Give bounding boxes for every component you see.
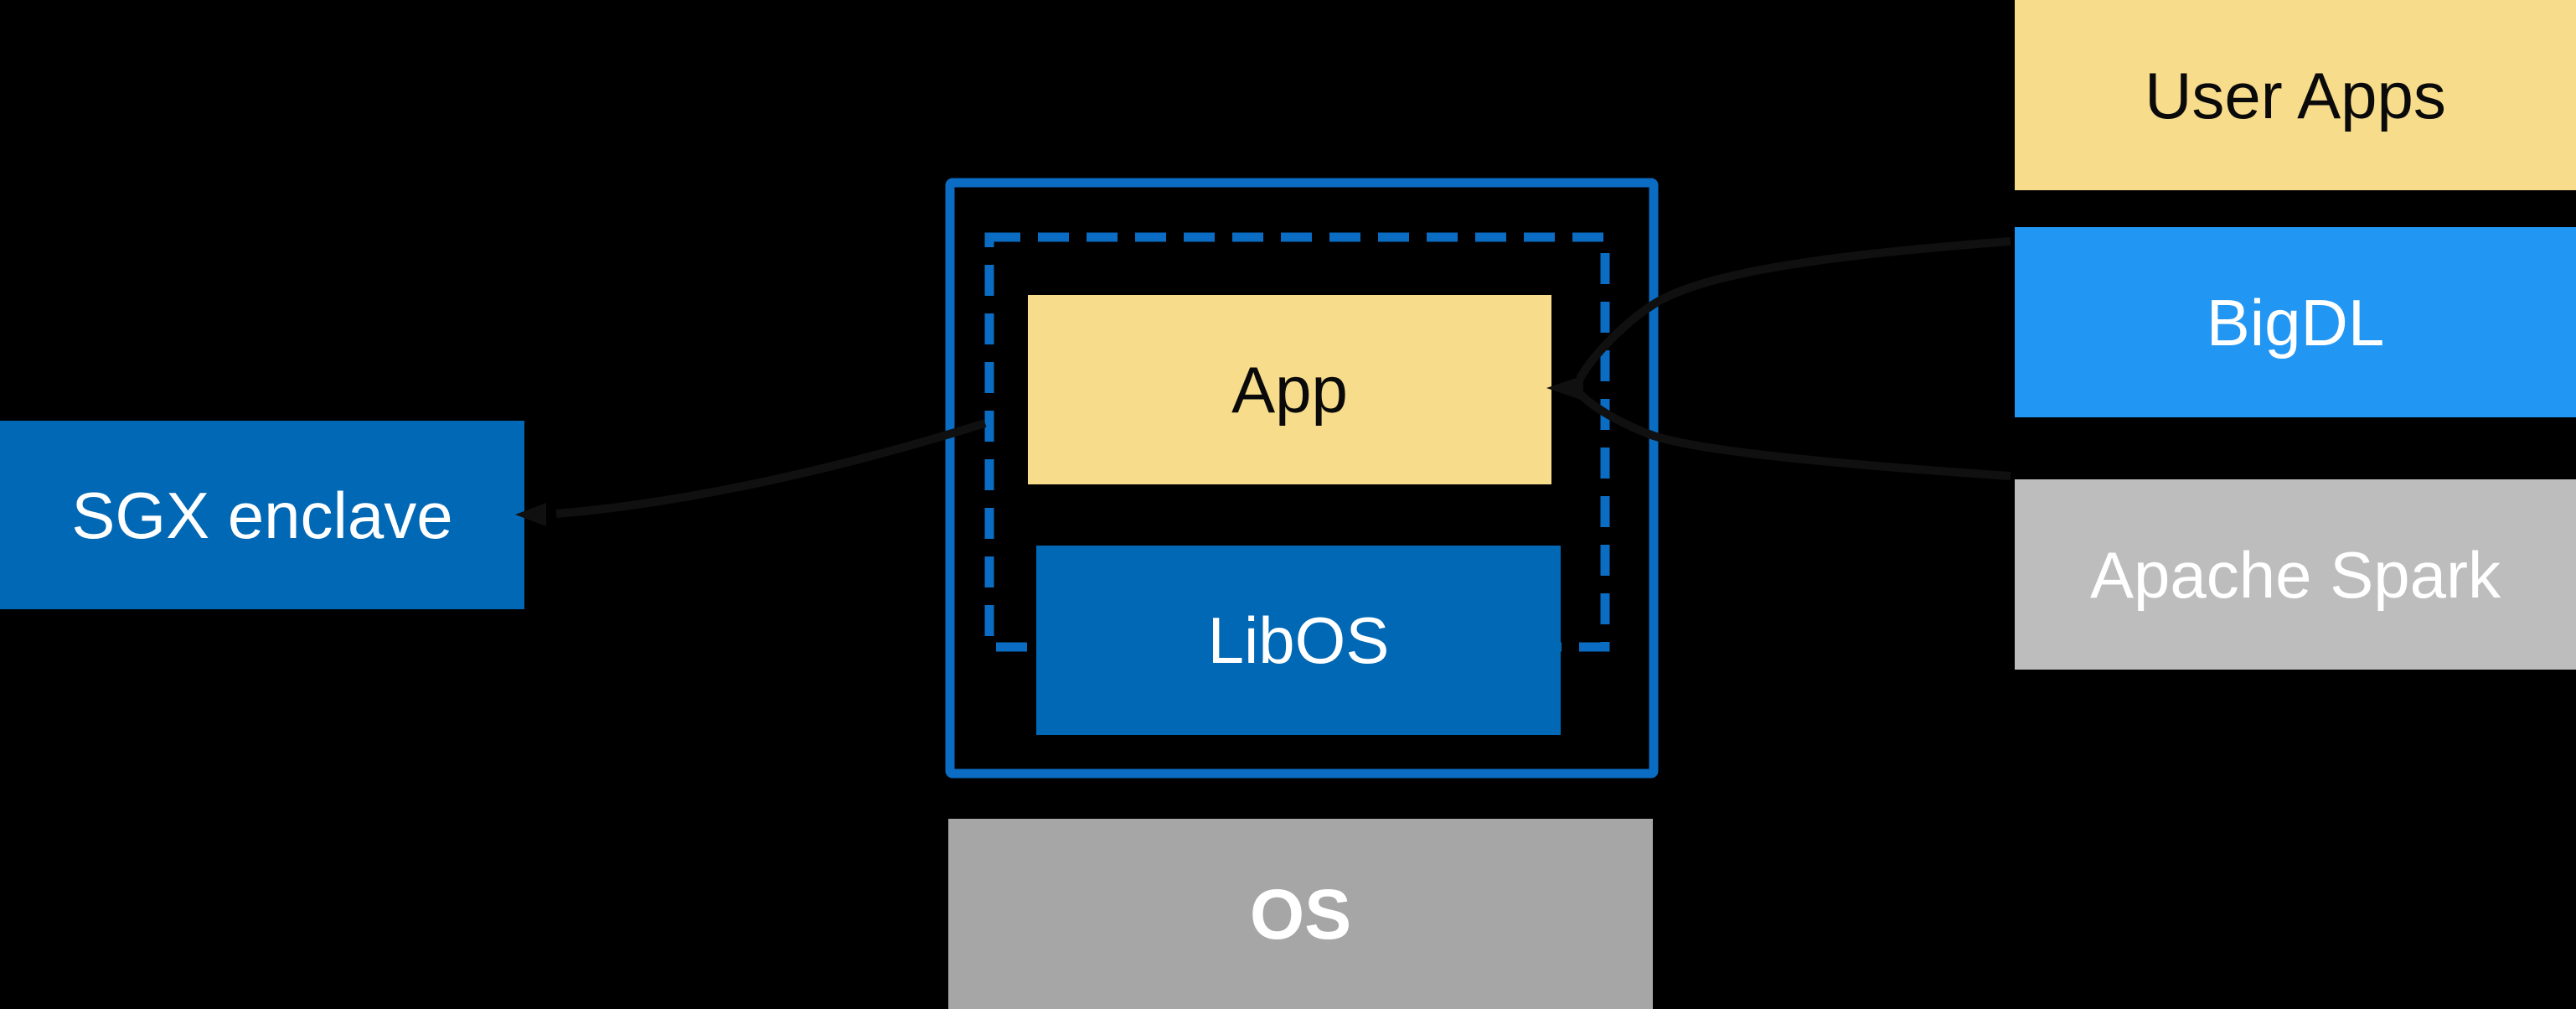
user-apps-label: User Apps: [2145, 58, 2446, 132]
user-apps-box: User Apps: [2015, 0, 2576, 190]
stack-annotation-arrowhead-icon: [1546, 375, 1583, 401]
sgx-enclave-label-box: SGX enclave: [0, 421, 524, 609]
os-label: OS: [1249, 874, 1352, 954]
stack-annotation-upper-arm: [1576, 237, 2011, 381]
app-label: App: [1231, 353, 1348, 427]
sgx-annotation-arrow-line: [555, 419, 987, 518]
sgx-enclave-label: SGX enclave: [71, 478, 453, 552]
bigdl-box: BigDL: [2015, 227, 2576, 417]
os-box: OS: [948, 819, 1653, 1009]
stack-annotation-shaft: [1562, 382, 1581, 391]
app-box: App: [1028, 295, 1551, 484]
libos-label: LibOS: [1207, 603, 1390, 677]
bigdl-label: BigDL: [2206, 285, 2385, 360]
apache-spark-box: Apache Spark: [2015, 479, 2576, 670]
stack-annotation-lower-arm: [1577, 391, 2011, 480]
apache-spark-label: Apache Spark: [2090, 537, 2501, 612]
libos-box: LibOS: [1036, 546, 1561, 735]
